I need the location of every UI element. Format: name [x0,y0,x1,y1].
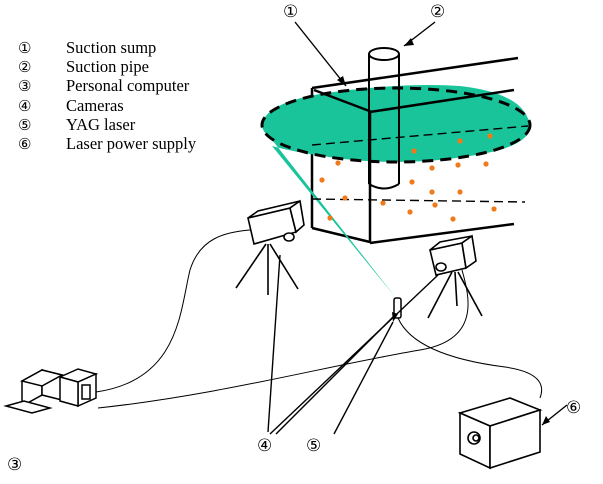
legend-label: Personal computer [66,76,190,96]
callout-leaders [267,21,568,435]
cables [95,229,543,409]
legend: ① Suction sump ② Suction pipe ③ Personal co… [18,38,258,153]
callout-suction-sump: ① [283,2,299,22]
callout-personal-computer: ③ [7,455,23,475]
laser-sheet-rim [260,86,532,164]
legend-number: ⑥ [18,134,32,153]
legend-label: Suction pipe [66,57,149,77]
legend-number: ① [18,39,32,57]
suction-pipe [368,47,400,190]
legend-item: ④ Cameras [18,96,258,115]
callout-laser-power-supply: ⑥ [566,398,582,418]
callout-yag-laser: ⑤ [306,436,322,456]
laser-power-supply [457,397,543,470]
yag-laser-head [393,297,402,319]
legend-item: ② Suction pipe [18,57,258,76]
measurement-plane-lines [311,125,529,203]
callout-arrowheads [337,38,550,425]
legend-number: ② [18,58,32,77]
legend-item: ⑥ Laser power supply [18,134,258,153]
legend-number: ⑤ [18,115,32,134]
callout-cameras: ④ [257,436,273,456]
legend-item: ① Suction sump [18,38,258,57]
camera-left [235,199,305,295]
legend-number: ④ [18,96,32,115]
legend-label: Suction sump [66,38,157,57]
legend-label: YAG laser [66,114,136,134]
personal-computer [3,368,99,414]
legend-label: Cameras [66,95,124,115]
camera-right [427,234,483,319]
legend-number: ③ [18,77,32,96]
legend-item: ③ Personal computer [18,76,258,95]
tracer-particles [319,133,497,222]
legend-item: ⑤ YAG laser [18,115,258,134]
legend-label: Laser power supply [66,133,197,153]
callout-suction-pipe: ② [430,2,446,22]
